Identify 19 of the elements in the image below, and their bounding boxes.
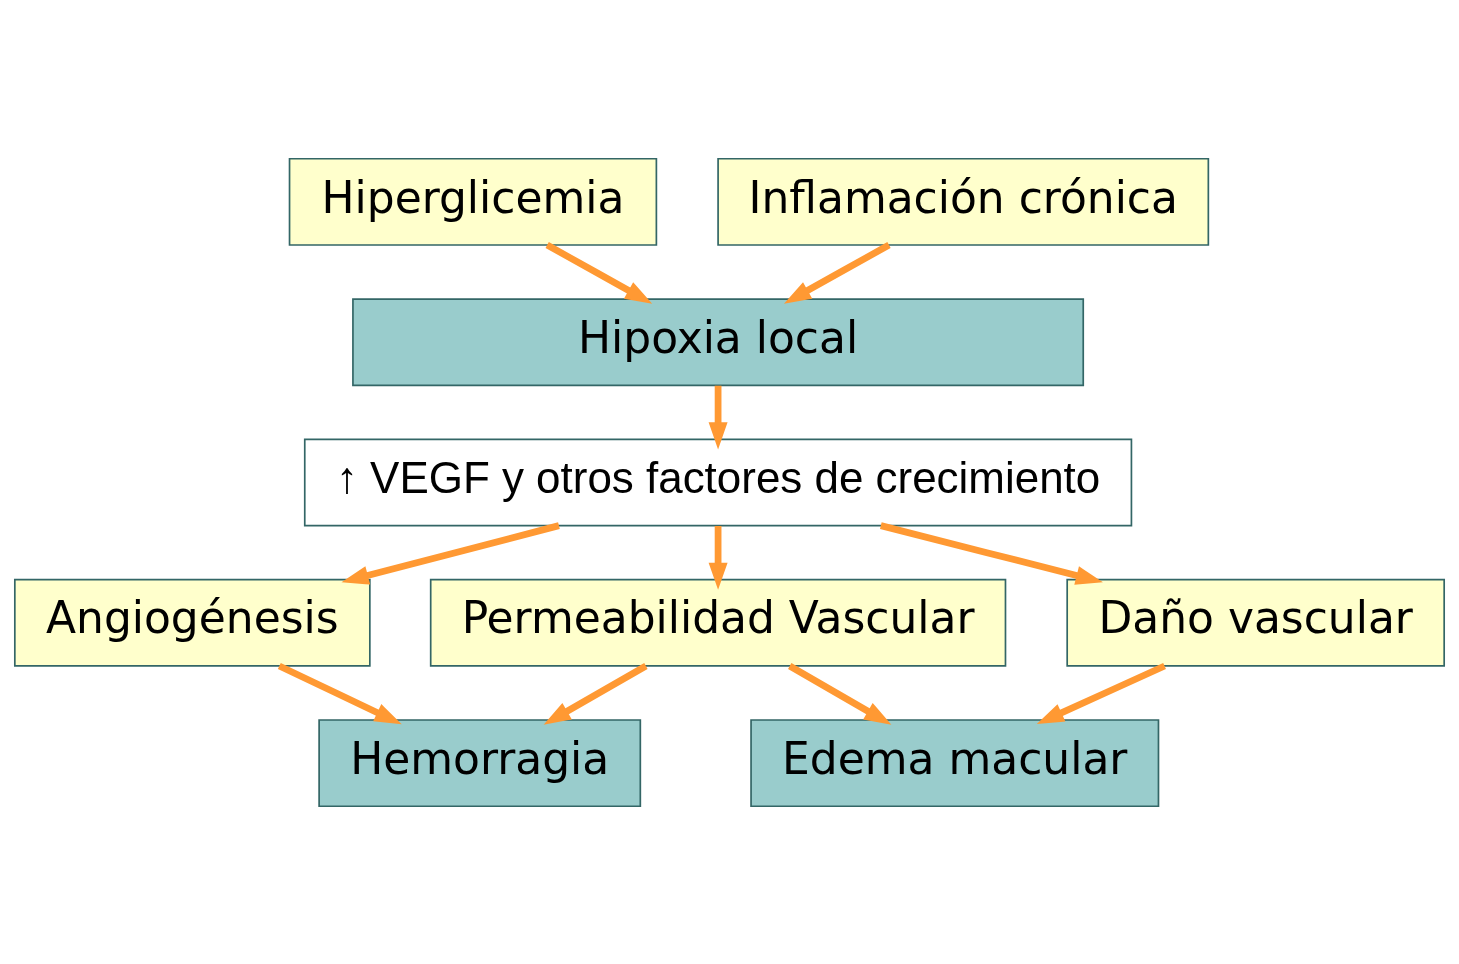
node-box: Hipoxia local: [352, 297, 1085, 386]
node-box: Hiperglicemia: [288, 157, 658, 246]
arrow: [708, 525, 728, 590]
node-box: Inflamación crónica: [717, 157, 1210, 246]
node-box: Daño vascular: [1066, 578, 1445, 667]
arrow: [783, 241, 891, 304]
arrow: [543, 662, 648, 725]
arrow: [545, 241, 653, 304]
node-box: Angiogénesis: [14, 578, 371, 667]
node-box: Edema macular: [750, 718, 1160, 807]
arrow: [788, 662, 892, 725]
node-box: Permeabilidad Vascular: [429, 578, 1007, 667]
arrow: [708, 385, 728, 449]
node-box: ↑ VEGF y otros factores de crecimiento: [303, 438, 1133, 526]
node-box: Hemorragia: [318, 718, 642, 807]
arrow: [880, 521, 1103, 585]
arrow: [1036, 662, 1166, 724]
arrow: [341, 521, 560, 585]
arrow: [277, 662, 402, 724]
